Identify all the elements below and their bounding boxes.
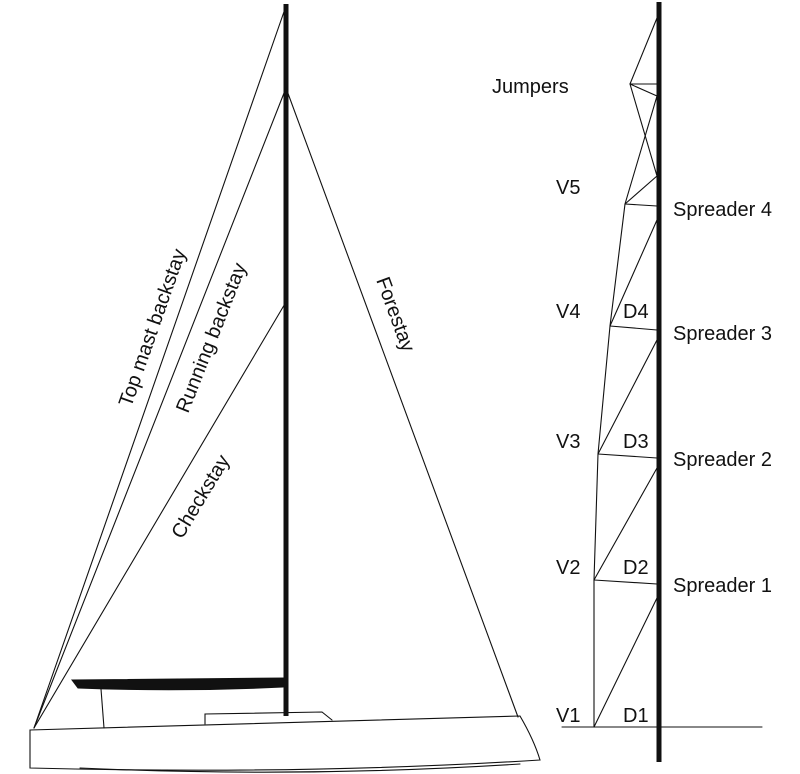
top-mast-backstay-line xyxy=(33,5,287,729)
spreader-2-strut xyxy=(597,453,658,459)
d2-label: D2 xyxy=(623,557,649,579)
running-backstay-line xyxy=(33,87,287,729)
v4-label: V4 xyxy=(556,301,580,323)
jumper-wire-lower xyxy=(629,83,658,177)
spreader-3-label: Spreader 3 xyxy=(673,323,772,345)
jumper-cross xyxy=(629,83,658,97)
diagonal-d1 xyxy=(593,597,658,728)
boom xyxy=(71,677,287,691)
vertical-v4 xyxy=(609,203,626,327)
hull-bottom-curve xyxy=(79,763,521,773)
v2-label: V2 xyxy=(556,557,580,579)
cabin xyxy=(204,711,333,725)
boom-vang xyxy=(100,688,105,729)
spreader-4-strut xyxy=(624,203,658,207)
hull xyxy=(29,715,541,771)
forestay-line xyxy=(285,87,519,718)
jumpers-label: Jumpers xyxy=(492,76,569,98)
diagonal-d2 xyxy=(593,467,658,581)
top-mast-backstay-label: Top mast backstay xyxy=(115,246,191,410)
checkstay-label: Checkstay xyxy=(167,451,234,542)
d3-label: D3 xyxy=(623,431,649,453)
spreader-3-strut xyxy=(609,325,658,331)
boat-profile: Top mast backstay Running backstay Check… xyxy=(29,4,541,773)
vertical-v3 xyxy=(597,325,611,455)
jumper-wire-upper xyxy=(629,17,658,85)
vertical-v2 xyxy=(593,453,599,581)
v5-label: V5 xyxy=(556,177,580,199)
v3-label: V3 xyxy=(556,431,580,453)
spreader-detail: Jumpers Spreader 4 Spreader 3 Spreader 2… xyxy=(492,2,772,762)
forestay-label: Forestay xyxy=(371,274,419,355)
d1-label: D1 xyxy=(623,705,649,727)
diagonal-d4 xyxy=(624,175,658,205)
spreader-1-label: Spreader 1 xyxy=(673,575,772,597)
spreader-4-label: Spreader 4 xyxy=(673,199,772,221)
diagonal-d3 xyxy=(597,339,658,455)
spreader-1-strut xyxy=(593,579,658,585)
diagonal-d4b xyxy=(609,219,658,327)
vertical-v5 xyxy=(624,95,658,205)
running-backstay-label: Running backstay xyxy=(172,260,251,416)
v1-label: V1 xyxy=(556,705,580,727)
d4-label: D4 xyxy=(623,301,649,323)
checkstay-line xyxy=(33,301,287,729)
spreader-2-label: Spreader 2 xyxy=(673,449,772,471)
